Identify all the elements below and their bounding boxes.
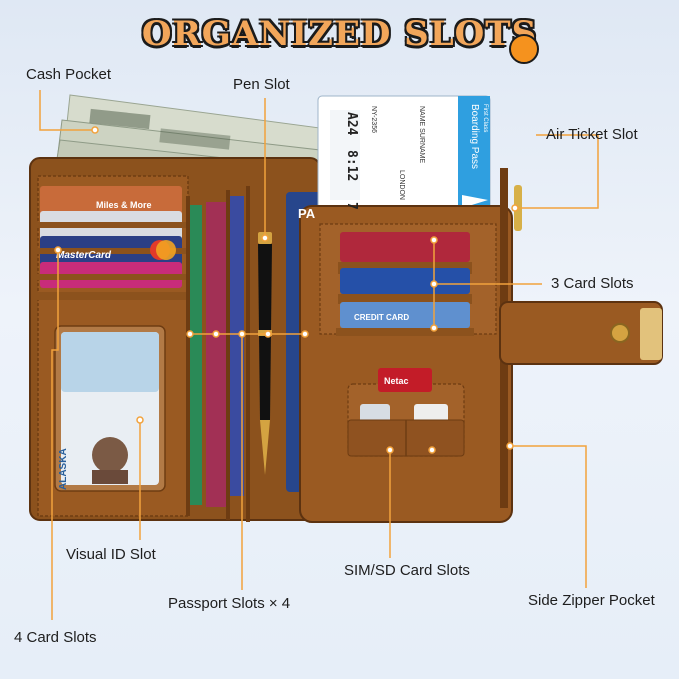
label-sim-sd-card-slots: SIM/SD Card Slots [344,562,470,579]
right-panel [299,205,513,523]
snap-strap [499,301,663,365]
visual-id-window [54,325,166,492]
label-4-card-slots: 4 Card Slots [14,629,97,646]
accent-dot [509,34,539,64]
label-pen-slot: Pen Slot [233,76,290,93]
ticket-seat: 7 [344,202,359,210]
label-side-zipper-pocket: Side Zipper Pocket [528,592,655,609]
ticket-dest: LONDON [398,170,405,200]
passport-slots [186,186,250,522]
label-3-card-slots: 3 Card Slots [551,275,634,292]
leader-lines [39,90,599,620]
credit-card-text: CREDIT CARD [354,313,409,322]
page-title: ORGANIZED SLOTS [141,14,538,54]
sd-card-text: Netac [384,376,409,386]
label-air-ticket-slot: Air Ticket Slot [546,126,638,143]
label-cash-pocket: Cash Pocket [26,66,112,83]
label-passport-slots: Passport Slots × 4 [168,595,291,612]
ticket-flight: NY-2356 [370,106,377,133]
ticket-time: 8:12 [344,150,359,181]
ticket-name: NAME SURNAME [418,106,425,164]
mastercard-text: MasterCard [56,250,112,261]
ticket-gate: A24 [344,112,359,136]
id-state-text: ALASKA [58,448,69,490]
left-card-stack [36,186,186,300]
boarding-pass [317,95,491,219]
leader-dots [54,126,519,454]
miles-card-text: Miles & More [96,200,152,210]
ticket-subheader: First Class [482,104,488,132]
passport-text: PA [298,206,316,221]
label-visual-id-slot: Visual ID Slot [66,546,156,563]
ticket-header: Boarding Pass [469,104,480,169]
